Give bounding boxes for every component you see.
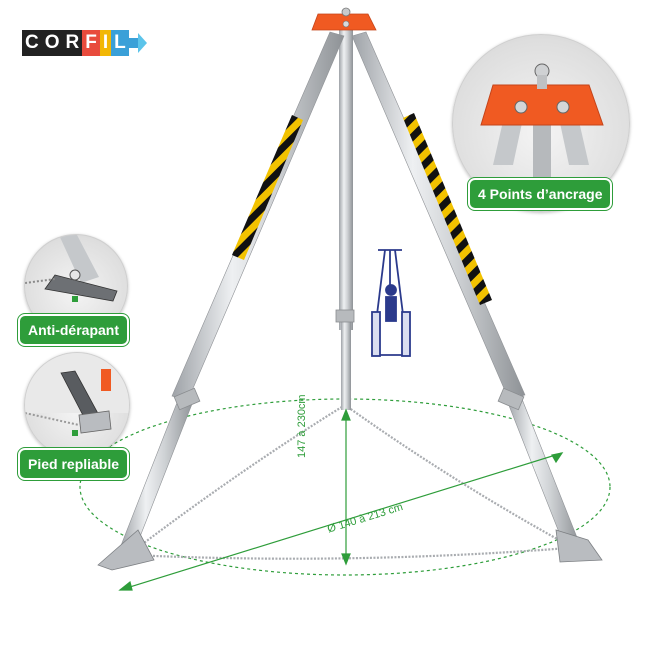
chains: [131, 404, 569, 560]
logo-arrow-icon: [128, 30, 147, 56]
rescue-winch-pictogram-icon: [371, 249, 411, 357]
center-leg: [335, 30, 355, 410]
height-dimension: [341, 408, 351, 566]
corfil-logo: C O R F I L: [22, 30, 147, 56]
right-leg: [351, 31, 603, 563]
tripod-head: [311, 7, 377, 31]
anti-slip-marker: [72, 296, 78, 302]
logo-letter-r: R: [62, 30, 83, 56]
folding-foot-marker: [72, 430, 78, 436]
diameter-dimension: [118, 452, 564, 591]
height-label: 147 à 230cm: [296, 394, 308, 458]
logo-letter-f: F: [82, 30, 100, 56]
anti-slip-label: Anti-dérapant: [18, 314, 129, 346]
anchor-points-label: 4 Points d’ancrage: [468, 178, 613, 210]
folding-foot-label: Pied repliable: [18, 448, 130, 480]
logo-letter-l: L: [111, 30, 129, 56]
logo-letter-c: C: [22, 30, 42, 56]
folding-foot-photo: [24, 352, 130, 458]
logo-letter-o: O: [41, 30, 63, 56]
left-leg: [97, 31, 345, 571]
logo-letter-i: I: [99, 30, 112, 56]
